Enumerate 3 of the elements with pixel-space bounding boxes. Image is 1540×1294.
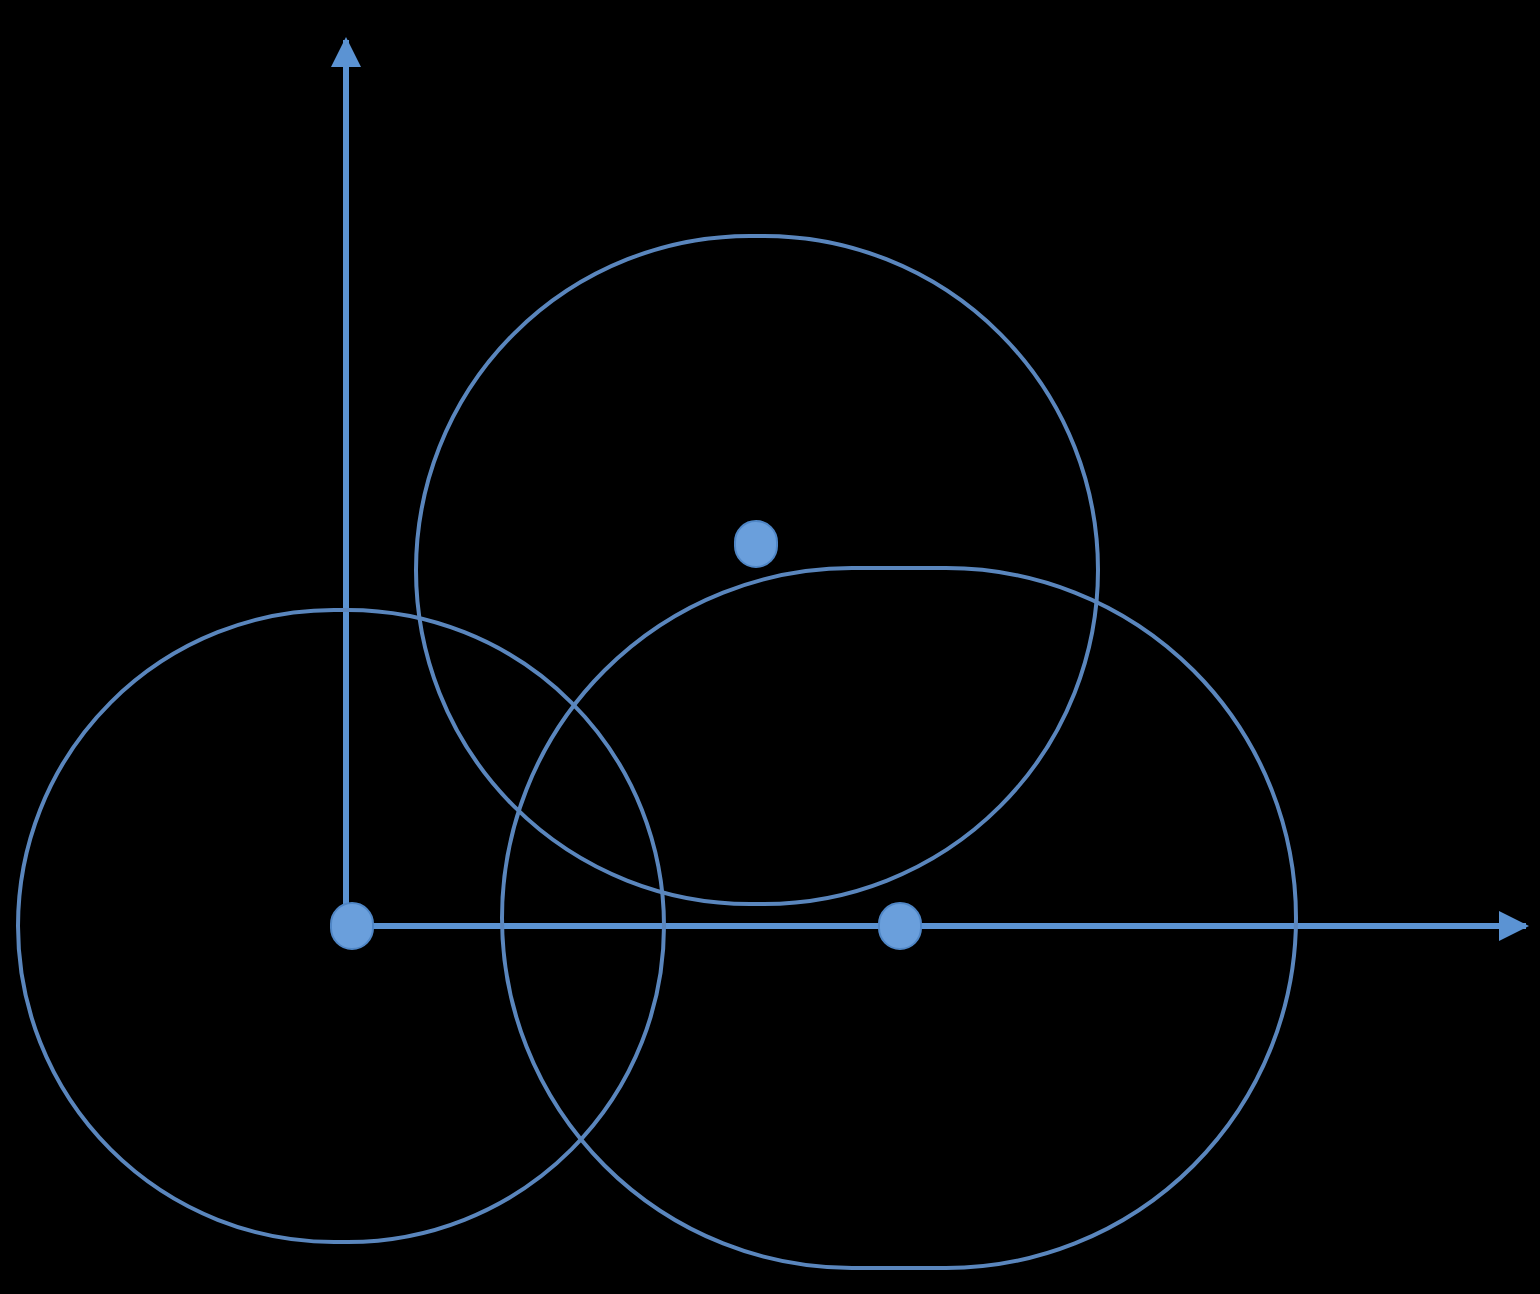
circle-outline [16, 608, 666, 1244]
circle-outline [500, 566, 1298, 1270]
circle-outline [414, 234, 1100, 906]
